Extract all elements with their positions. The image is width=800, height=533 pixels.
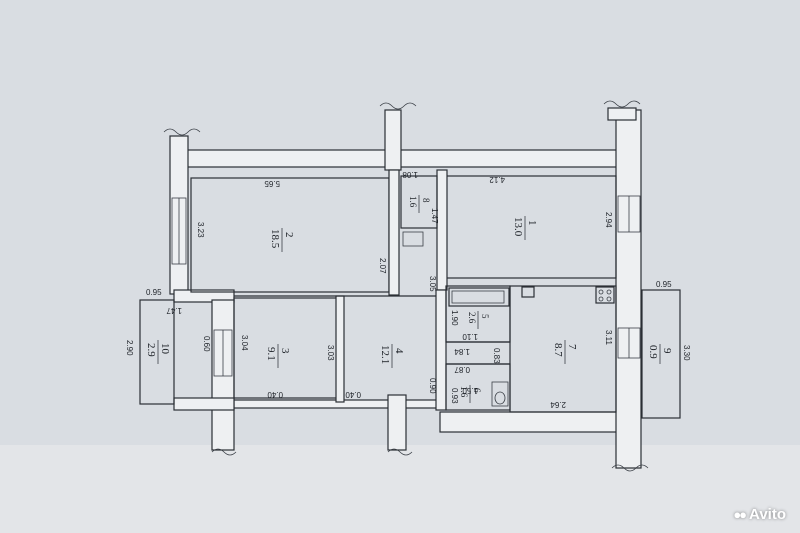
room-1-number: 1 (526, 220, 538, 226)
dim-3-11: 3.11 (604, 330, 613, 346)
room-8-number: 8 (421, 198, 431, 203)
dim-3-30: 3.30 (682, 345, 691, 361)
dim-1-10: 1.10 (462, 332, 478, 341)
dim-0-95-right: 0.95 (656, 280, 672, 289)
avito-watermark: ●● Avito (733, 506, 786, 523)
interior-walls (139, 169, 681, 419)
avito-brand-text: Avito (749, 506, 786, 523)
room-2-area: 18.5 (269, 229, 281, 249)
windows (171, 195, 641, 377)
dim-0-95-left: 0.95 (146, 288, 162, 297)
dim-1-90: 1.90 (450, 310, 459, 326)
room-3-label: 3 9.1 (265, 344, 291, 368)
dim-0-40-b: 0.40 (345, 390, 361, 399)
stove-icon (595, 286, 615, 304)
room-2-number: 2 (283, 232, 295, 238)
dim-2-94: 2.94 (604, 212, 613, 228)
dim-2-90: 2.90 (125, 340, 134, 356)
bathtub-icon (448, 287, 510, 307)
dim-0-60: 0.60 (202, 336, 211, 352)
room-7-area: 8.7 (552, 343, 564, 357)
room-1-label: 1 13.0 (512, 216, 538, 240)
room-9-area: 0.9 (647, 345, 659, 359)
dim-0-83: 0.83 (492, 348, 501, 364)
room-4-number: 4 (393, 348, 405, 354)
room-9-number: 9 (661, 348, 673, 354)
room-5-number: 5 (480, 314, 490, 319)
avito-logo-icon: ●● (733, 507, 747, 522)
room-2-label: 2 18.5 (269, 228, 295, 252)
dim-3-03: 3.03 (326, 345, 335, 361)
sink-icon (521, 286, 535, 298)
room-1-area: 13.0 (512, 217, 524, 237)
room-9-label: 9 0.9 (647, 344, 673, 364)
paper-bottom-band (0, 445, 800, 533)
fixtures (448, 286, 615, 407)
room-4-label: 4 12.1 (379, 344, 405, 368)
dim-1-84: 1.84 (454, 347, 470, 356)
room-6-label: 6 1.6 (459, 385, 482, 403)
dim-3-05: 3.05 (428, 276, 437, 292)
room-6-number: 6 (472, 388, 482, 393)
dim-3-04: 3.04 (240, 335, 249, 351)
dimension-labels: 5.65 4.12 1.08 1.47 3.23 2.94 2.07 3.05 … (125, 170, 691, 409)
dim-0-93: 0.93 (450, 388, 459, 404)
break-marks (163, 100, 649, 472)
dim-0-90: 0.90 (428, 378, 437, 394)
room-10-label: 10 2.9 (145, 340, 171, 364)
dim-0-87: 0.87 (454, 365, 470, 374)
dim-2-64: 2.64 (550, 400, 566, 409)
toilet-icon (491, 381, 509, 407)
room-8-area: 1.6 (408, 196, 418, 208)
dim-1-47-b: 1.47 (166, 306, 182, 315)
dim-3-23: 3.23 (196, 222, 205, 238)
dim-1-47: 1.47 (430, 208, 439, 224)
dim-4-12: 4.12 (489, 175, 505, 184)
room-7-number: 7 (566, 344, 578, 350)
room-8-label: 8 1.6 (408, 195, 431, 213)
dim-5-65: 5.65 (264, 179, 280, 188)
dim-0-40-a: 0.40 (267, 390, 283, 399)
room-4-area: 12.1 (379, 345, 391, 364)
room-7-label: 7 8.7 (552, 340, 578, 364)
room-5-label: 5 2.6 (467, 311, 490, 329)
room-3-area: 9.1 (265, 347, 277, 361)
dim-2-07: 2.07 (378, 258, 387, 274)
room-10-area: 2.9 (145, 343, 157, 357)
room-5-area: 2.6 (467, 312, 477, 324)
dim-1-08: 1.08 (402, 170, 418, 179)
room-6-area: 1.6 (459, 386, 469, 398)
outer-walls (169, 107, 642, 469)
room-labels: 1 13.0 2 18.5 3 9.1 4 12.1 5 2.6 6 1.6 (145, 195, 673, 403)
room-3-number: 3 (279, 348, 291, 354)
room-10-number: 10 (159, 343, 171, 355)
